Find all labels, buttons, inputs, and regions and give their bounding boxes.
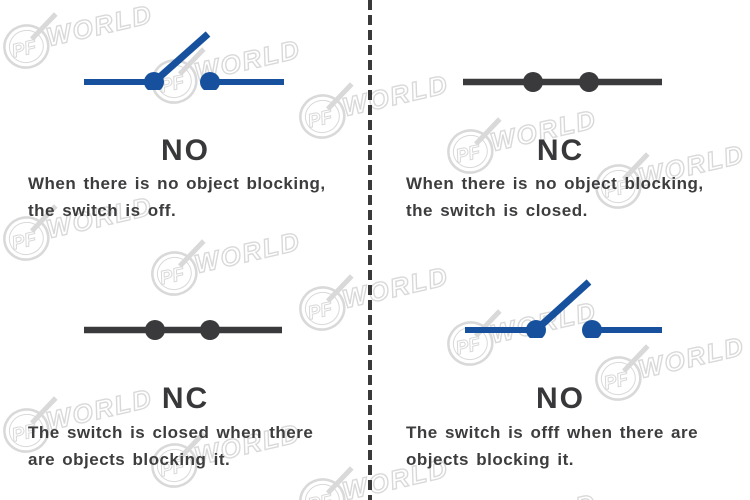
label-no-bottom-right: NO — [536, 382, 585, 415]
dashed-divider — [368, 0, 372, 500]
no-open-switch-symbol — [465, 279, 662, 338]
nc-closed-switch-symbol — [84, 320, 282, 340]
svg-text:PF: PF — [306, 490, 336, 500]
description-top-left: When there is no object blocking, the sw… — [28, 171, 326, 224]
svg-text:WORLD: WORLD — [339, 69, 451, 123]
description-line: objects blocking it. — [406, 449, 574, 469]
description-top-right: When there is no object blocking, the sw… — [406, 171, 704, 224]
svg-text:PF: PF — [306, 298, 336, 324]
svg-text:WORLD: WORLD — [339, 261, 451, 315]
description-bottom-right: The switch is offf when there are object… — [406, 420, 698, 473]
description-line: are objects blocking it. — [28, 449, 231, 469]
description-line: The switch is offf when there are — [406, 423, 699, 442]
no-open-switch-symbol — [84, 31, 284, 90]
description-line: When there is no object blocking, — [28, 174, 326, 193]
svg-text:WORLD: WORLD — [191, 226, 303, 280]
description-line: The switch is closed when there — [28, 423, 314, 442]
label-nc-top-right: NC — [536, 134, 585, 167]
svg-text:PF: PF — [10, 228, 40, 254]
description-line: When there is no object blocking, — [406, 174, 704, 193]
nc-closed-switch-symbol — [463, 72, 662, 92]
description-line: the switch is closed. — [406, 200, 588, 220]
svg-text:PF: PF — [306, 106, 336, 132]
label-no-top-left: NO — [161, 134, 210, 167]
description-line: the switch is off. — [28, 200, 177, 220]
label-nc-bottom-left: NC — [161, 382, 210, 415]
svg-text:PF: PF — [10, 36, 40, 62]
svg-text:WORLD: WORLD — [635, 331, 747, 385]
description-bottom-left: The switch is closed when there are obje… — [28, 420, 313, 473]
svg-text:WORLD: WORLD — [487, 488, 599, 500]
svg-text:PF: PF — [158, 263, 188, 289]
